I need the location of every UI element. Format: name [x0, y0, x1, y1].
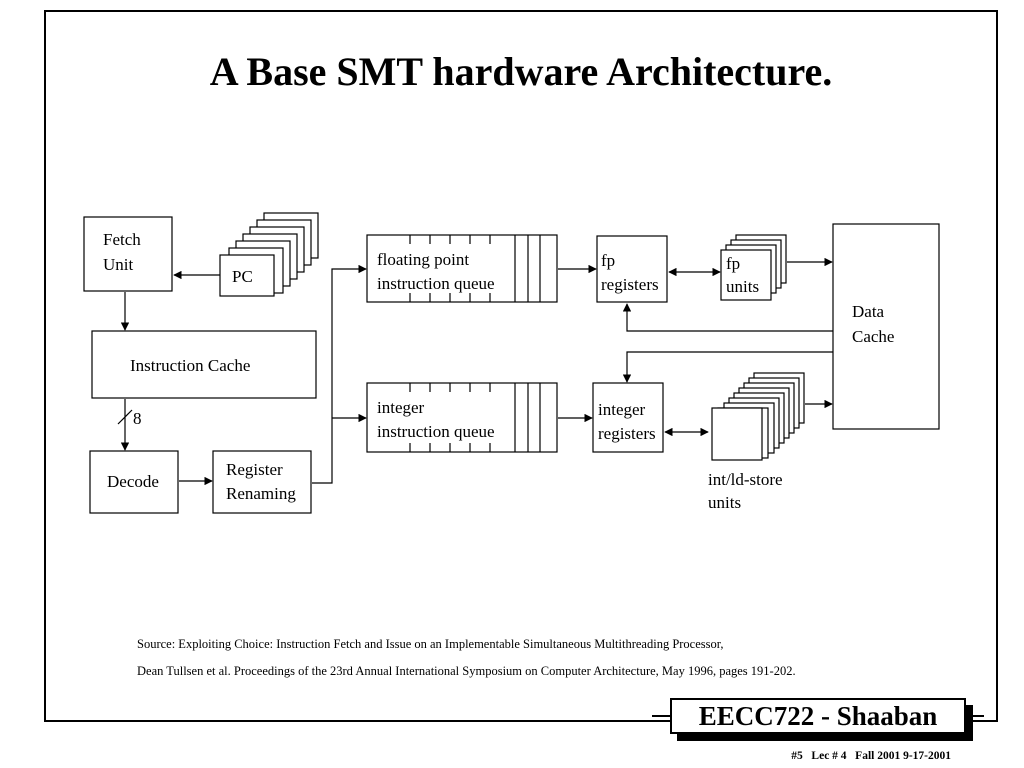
source-citation-line-2: Dean Tullsen et al. Proceedings of the 2… — [137, 664, 796, 678]
fp-units-label-2: units — [726, 277, 759, 296]
int-registers-box: integer registers — [592, 382, 664, 453]
instruction-cache-label: Instruction Cache — [130, 356, 250, 375]
fp-registers-box: fp registers — [596, 235, 668, 303]
int-queue-label-2: instruction queue — [377, 422, 495, 441]
fp-instruction-queue: floating point instruction queue — [366, 234, 558, 303]
slide-frame — [44, 10, 998, 722]
int-units-stack: int/ld-store units — [708, 372, 805, 512]
badge-line-right — [966, 715, 984, 717]
fp-units-stack: fp units — [720, 234, 787, 301]
int-units-label-1: int/ld-store — [708, 470, 783, 489]
int-registers-label-2: registers — [598, 424, 656, 443]
fetch-unit-box: Fetch Unit — [83, 216, 173, 292]
fp-units-label-1: fp — [726, 254, 740, 273]
int-registers-label-1: integer — [598, 400, 646, 419]
fp-registers-label-1: fp — [601, 251, 615, 270]
badge-line-left — [652, 715, 670, 717]
pc-label: PC — [232, 267, 253, 286]
instruction-cache-box: Instruction Cache — [91, 330, 317, 399]
rename-to-fp-queue-arrow — [312, 264, 367, 484]
cache-to-int-regs-arrow — [622, 351, 833, 383]
int-units-label-2: units — [708, 493, 741, 512]
decode-box: Decode — [89, 450, 179, 514]
fetch-unit-label-2: Unit — [103, 255, 134, 274]
fp-queue-label-2: instruction queue — [377, 274, 495, 293]
slide-title: A Base SMT hardware Architecture. — [209, 49, 833, 94]
register-renaming-box: Register Renaming — [212, 450, 312, 514]
data-cache-box: Data Cache — [832, 223, 940, 430]
pc-register-stack: PC — [219, 212, 319, 297]
source-citation-line-1: Source: Exploiting Choice: Instruction F… — [137, 637, 724, 651]
int-queue-label-1: integer — [377, 398, 425, 417]
cache-to-fp-regs-arrow — [622, 303, 833, 332]
fetch-width-label: 8 — [133, 409, 142, 428]
course-badge: EECC722 - Shaaban — [670, 698, 966, 734]
int-instruction-queue: integer instruction queue — [366, 382, 558, 453]
rename-label-2: Renaming — [226, 484, 296, 503]
data-cache-label-2: Cache — [852, 327, 894, 346]
fetch-unit-label-1: Fetch — [103, 230, 141, 249]
decode-label: Decode — [107, 472, 159, 491]
data-cache-label-1: Data — [852, 302, 885, 321]
slide-footer: #5 Lec # 4 Fall 2001 9-17-2001 — [791, 750, 951, 762]
bus-width-slash — [117, 409, 133, 425]
fp-registers-label-2: registers — [601, 275, 659, 294]
fp-queue-label-1: floating point — [377, 250, 469, 269]
rename-label-1: Register — [226, 460, 283, 479]
